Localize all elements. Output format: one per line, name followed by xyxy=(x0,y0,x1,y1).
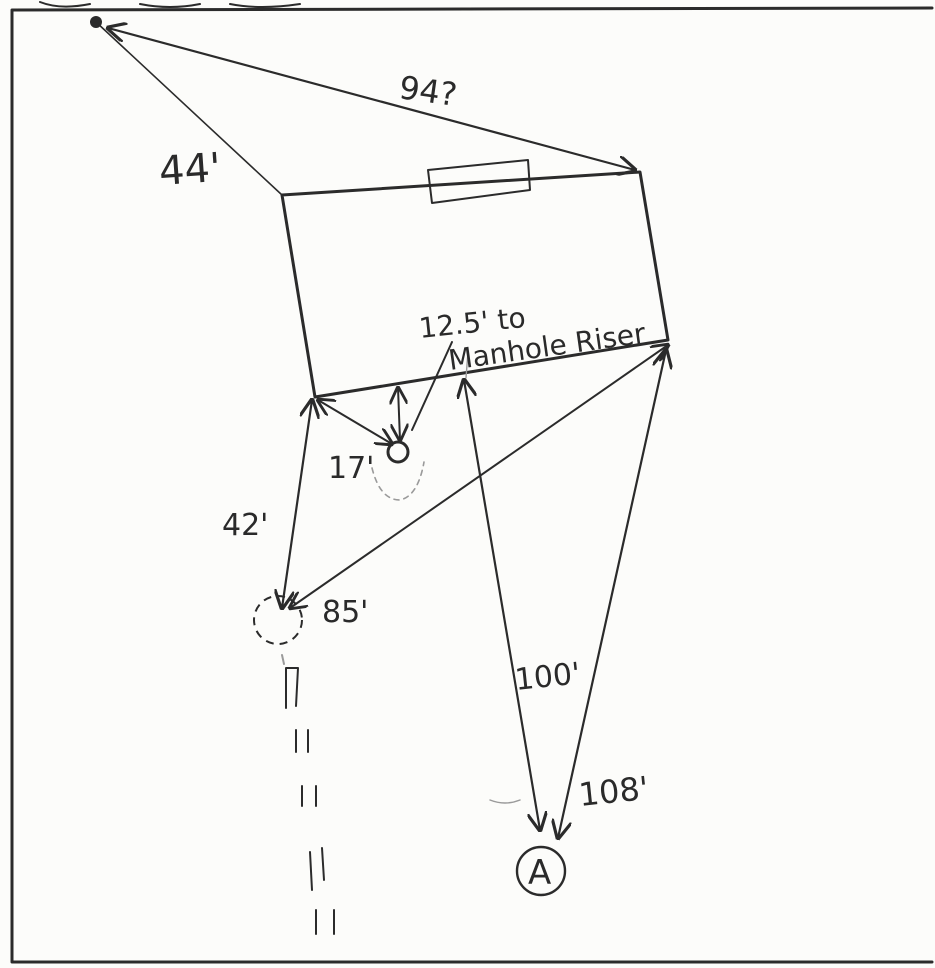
label-100: 100' xyxy=(513,656,582,698)
faint-scribble xyxy=(489,799,521,804)
label-44: 44' xyxy=(157,145,222,195)
dim-wall-to-point-a xyxy=(464,380,540,830)
label-94: 94? xyxy=(397,68,459,114)
label-108: 108' xyxy=(577,769,650,814)
manhole-note-leader xyxy=(411,341,453,431)
line-ref-to-building-right xyxy=(108,28,635,170)
label-85: 85' xyxy=(322,595,368,630)
label-17: 17' xyxy=(328,451,374,486)
building-outline xyxy=(280,170,670,399)
well-dashed-circle xyxy=(253,595,303,645)
faint-tick xyxy=(465,351,469,379)
sheet-border xyxy=(10,6,934,964)
point-a-circle xyxy=(515,845,567,897)
dim-corner-to-well xyxy=(282,400,312,608)
dim-tank-to-corner xyxy=(318,400,392,444)
dim-corner-to-point-a xyxy=(558,350,666,838)
label-42: 42' xyxy=(222,508,268,543)
tank-dashed-outline xyxy=(371,461,425,501)
manhole-circle xyxy=(386,440,410,464)
dim-tank-to-wall xyxy=(398,388,400,440)
drain-line-marks xyxy=(281,654,335,935)
top-scribble xyxy=(39,1,301,8)
label-point-a: A xyxy=(528,853,551,893)
